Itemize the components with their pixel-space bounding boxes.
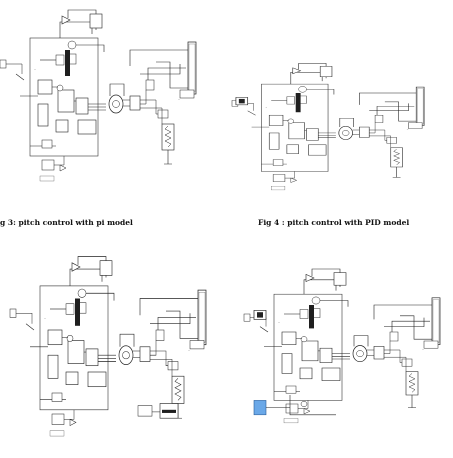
diagram-bottom-left: [10, 257, 206, 437]
diagram-fig3: [0, 10, 196, 181]
caption-fig4: Fig 4 : pitch control with PID model: [258, 218, 409, 227]
caption-fig3: g 3: pitch control with pi model: [0, 218, 133, 227]
diagram-fig4: [232, 63, 424, 190]
diagram-bottom-right: [244, 269, 440, 423]
highlighted-block: [254, 400, 266, 414]
